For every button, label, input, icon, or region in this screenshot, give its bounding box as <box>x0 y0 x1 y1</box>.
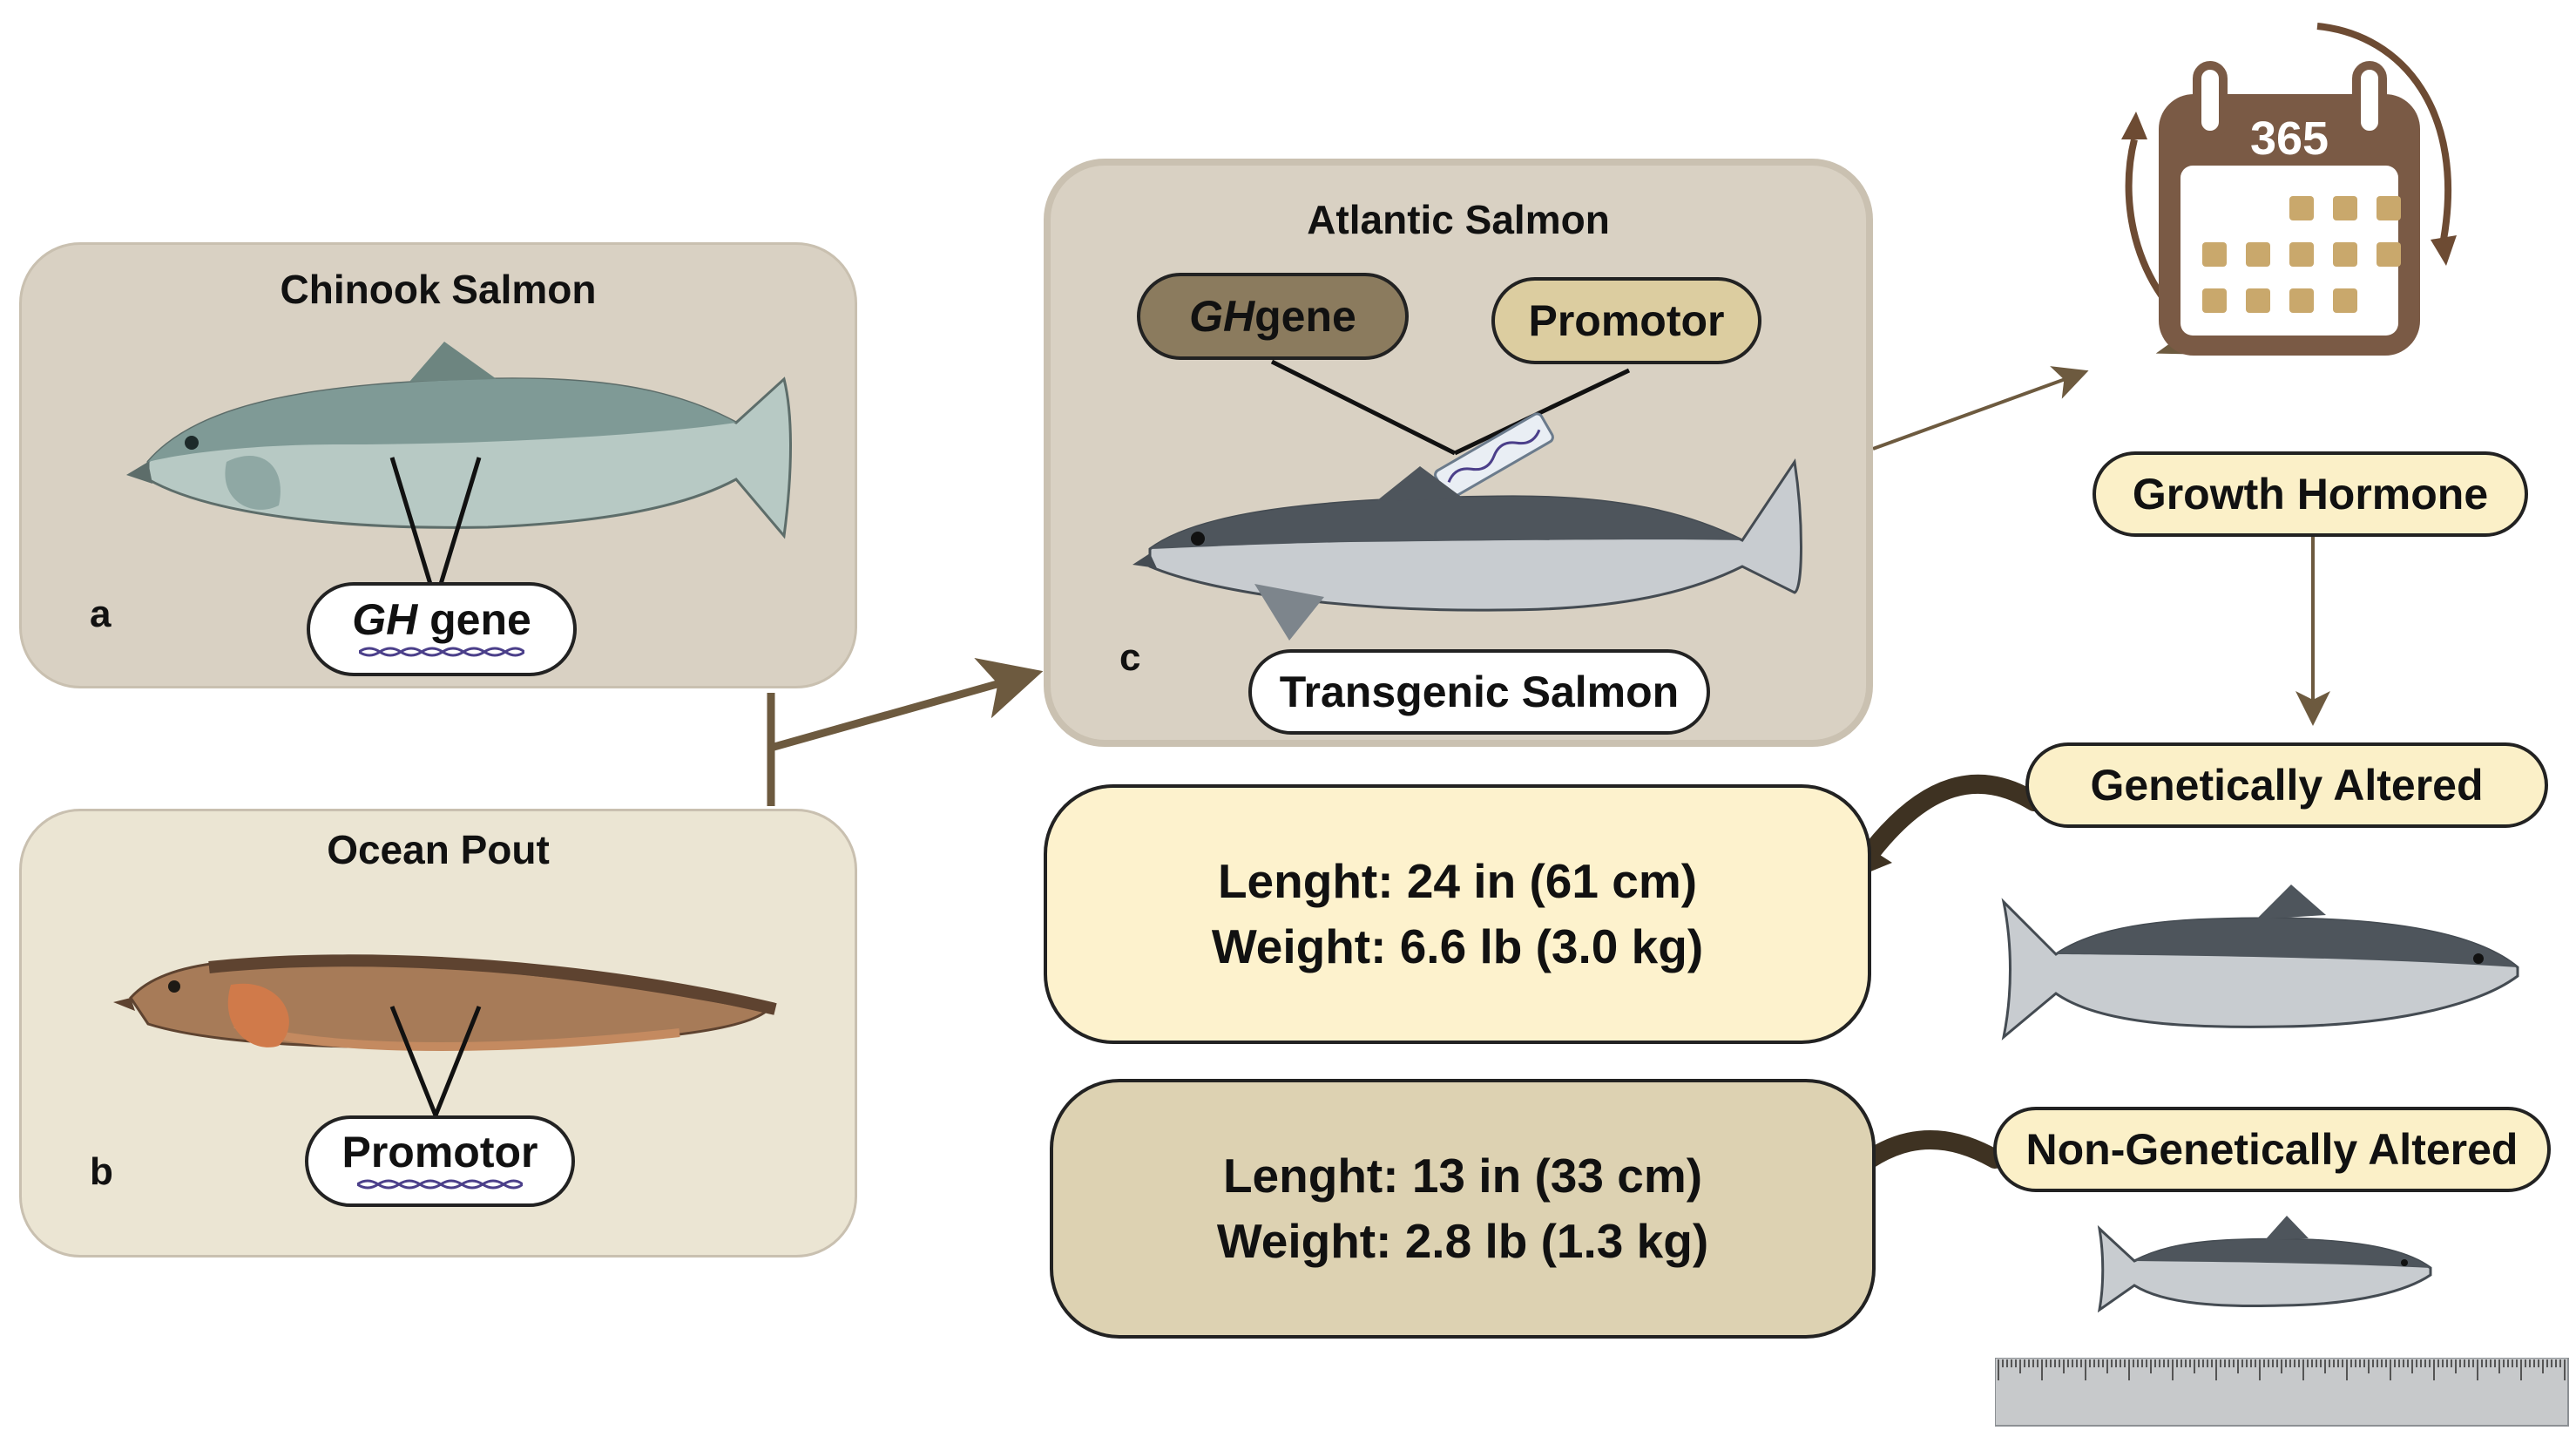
genetically-altered-pill: Genetically Altered <box>2025 742 2548 828</box>
genetically-altered-label: Genetically Altered <box>2090 761 2484 810</box>
panel-letter-c: c <box>1119 636 1141 679</box>
ocean-pout-title: Ocean Pout <box>327 827 550 872</box>
atlantic-gh-gene-pill: GH gene <box>1137 273 1409 360</box>
non-genetically-altered-label: Non-Genetically Altered <box>2025 1125 2519 1174</box>
ocean-pout-promotor-pointer <box>389 1006 482 1116</box>
altered-weight: Weight: 6.6 lb (3.0 kg) <box>1211 919 1704 973</box>
altered-length: Lenght: 24 in (61 cm) <box>1217 854 1698 908</box>
growth-hormone-pill: Growth Hormone <box>2093 451 2528 537</box>
non-genetically-altered-stats-box: Lenght: 13 in (33 cm) Weight: 2.8 lb (1.… <box>1050 1079 1876 1339</box>
chinook-title: Chinook Salmon <box>280 267 597 312</box>
ocean-pout-promotor-label: Promotor <box>341 1127 538 1176</box>
non-altered-weight: Weight: 2.8 lb (1.3 kg) <box>1216 1214 1709 1268</box>
atlantic-promotor-pill: Promotor <box>1491 277 1761 364</box>
ruler-icon <box>1995 1358 2569 1427</box>
panel-letter-a: a <box>90 593 112 635</box>
chinook-salmon-illustration <box>126 342 792 539</box>
atlantic-gene-word: gene <box>1254 292 1356 341</box>
genetically-altered-stats-box: Lenght: 24 in (61 cm) Weight: 6.6 lb (3.… <box>1044 784 1871 1044</box>
growth-hormone-label: Growth Hormone <box>2132 470 2489 519</box>
atlantic-gh-italic: GH <box>1189 292 1255 341</box>
atlantic-promotor-label: Promotor <box>1528 296 1725 345</box>
curved-arrow-altered <box>1863 774 2044 859</box>
dna-strand-icon <box>359 647 524 657</box>
ocean-pout-promotor-pill: Promotor <box>305 1115 575 1207</box>
calendar-day-count: 365 <box>2250 112 2329 165</box>
arrow-to-atlantic <box>769 657 1044 752</box>
chinook-gh-italic: GH <box>352 595 418 644</box>
non-genetically-altered-pill: Non-Genetically Altered <box>1993 1107 2551 1192</box>
atlantic-salmon-illustration <box>1132 458 1802 641</box>
chinook-gene-pointer <box>389 457 482 602</box>
dna-strand-icon <box>357 1179 523 1189</box>
calendar-day-squares <box>2202 196 2401 313</box>
transgenic-salmon-pill: Transgenic Salmon <box>1248 649 1710 735</box>
chinook-gh-gene-pill: GH gene <box>307 582 577 676</box>
calendar-cycle-icon: 365 <box>2121 23 2457 356</box>
arrow-to-calendar <box>1872 366 2089 451</box>
transgenic-salmon-label: Transgenic Salmon <box>1279 668 1680 716</box>
chinook-gene-word: gene <box>417 595 531 644</box>
atlantic-title: Atlantic Salmon <box>1307 197 1610 242</box>
panel-letter-b: b <box>90 1150 113 1193</box>
non-genetically-altered-salmon-illustration <box>2097 1216 2432 1313</box>
non-altered-length: Lenght: 13 in (33 cm) <box>1222 1149 1703 1203</box>
ocean-pout-illustration <box>113 954 777 1052</box>
genetically-altered-salmon-illustration <box>2001 885 2519 1041</box>
panel-atlantic-salmon <box>1044 159 1873 747</box>
